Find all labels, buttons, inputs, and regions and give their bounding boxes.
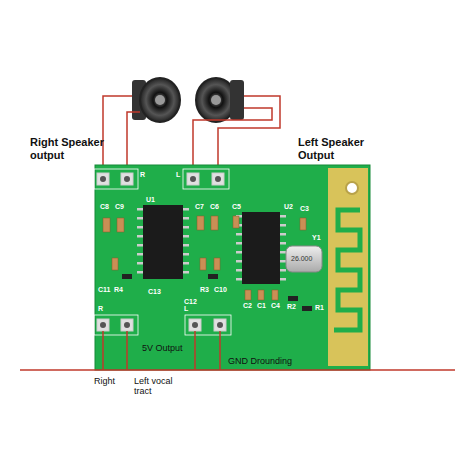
ic-u2 (236, 212, 286, 284)
silk-label: C3 (300, 205, 309, 213)
crystal (286, 246, 322, 272)
silk-label: C1 (257, 302, 266, 310)
silk-label: C6 (210, 203, 219, 211)
silk-label: C8 (100, 203, 109, 211)
crystal-marking: 26.000 (291, 255, 312, 263)
silk-label: C4 (271, 302, 280, 310)
silk-label: R2 (287, 303, 296, 311)
silk-label: R (140, 171, 145, 179)
speaker-right (132, 78, 180, 122)
silk-label: C9 (115, 203, 124, 211)
silk-label: L (184, 305, 188, 313)
pin-label: 5V Output (142, 343, 183, 353)
silk-label: R1 (315, 304, 324, 312)
silk-label: C5 (232, 203, 241, 211)
silk-label: L (176, 171, 180, 179)
silk-label: R4 (114, 286, 123, 294)
pcb (95, 165, 370, 370)
callout: Left Speaker Output (298, 136, 388, 161)
supply-wires (20, 331, 455, 370)
silk-label: R3 (200, 286, 209, 294)
ic-u1 (137, 205, 189, 279)
pin-label: GND Drounding (228, 356, 292, 366)
silk-label: R (98, 305, 103, 313)
smd-parts (103, 216, 306, 300)
speaker-wires (103, 96, 280, 176)
silkscreen-outlines (94, 169, 231, 335)
silk-label: Y1 (312, 234, 321, 242)
antenna-trace (334, 210, 360, 330)
antenna-area (328, 168, 368, 366)
pin-label: Left vocal tract (134, 376, 180, 397)
silk-label: U1 (146, 196, 155, 204)
pads (97, 173, 226, 331)
speaker-left (196, 78, 244, 122)
silk-label: U2 (284, 203, 293, 211)
silk-label: C12 (184, 298, 197, 306)
silk-label: C7 (195, 203, 204, 211)
callout: Right Speaker output (30, 136, 122, 161)
silk-label: C13 (148, 288, 161, 296)
mount-hole (346, 182, 358, 194)
pin-label: Right (94, 376, 115, 386)
resistors (122, 274, 312, 311)
silk-label: C11 (98, 286, 110, 294)
silk-label: C10 (214, 286, 227, 294)
pad-holes (100, 176, 223, 328)
silk-label: C2 (243, 302, 252, 310)
